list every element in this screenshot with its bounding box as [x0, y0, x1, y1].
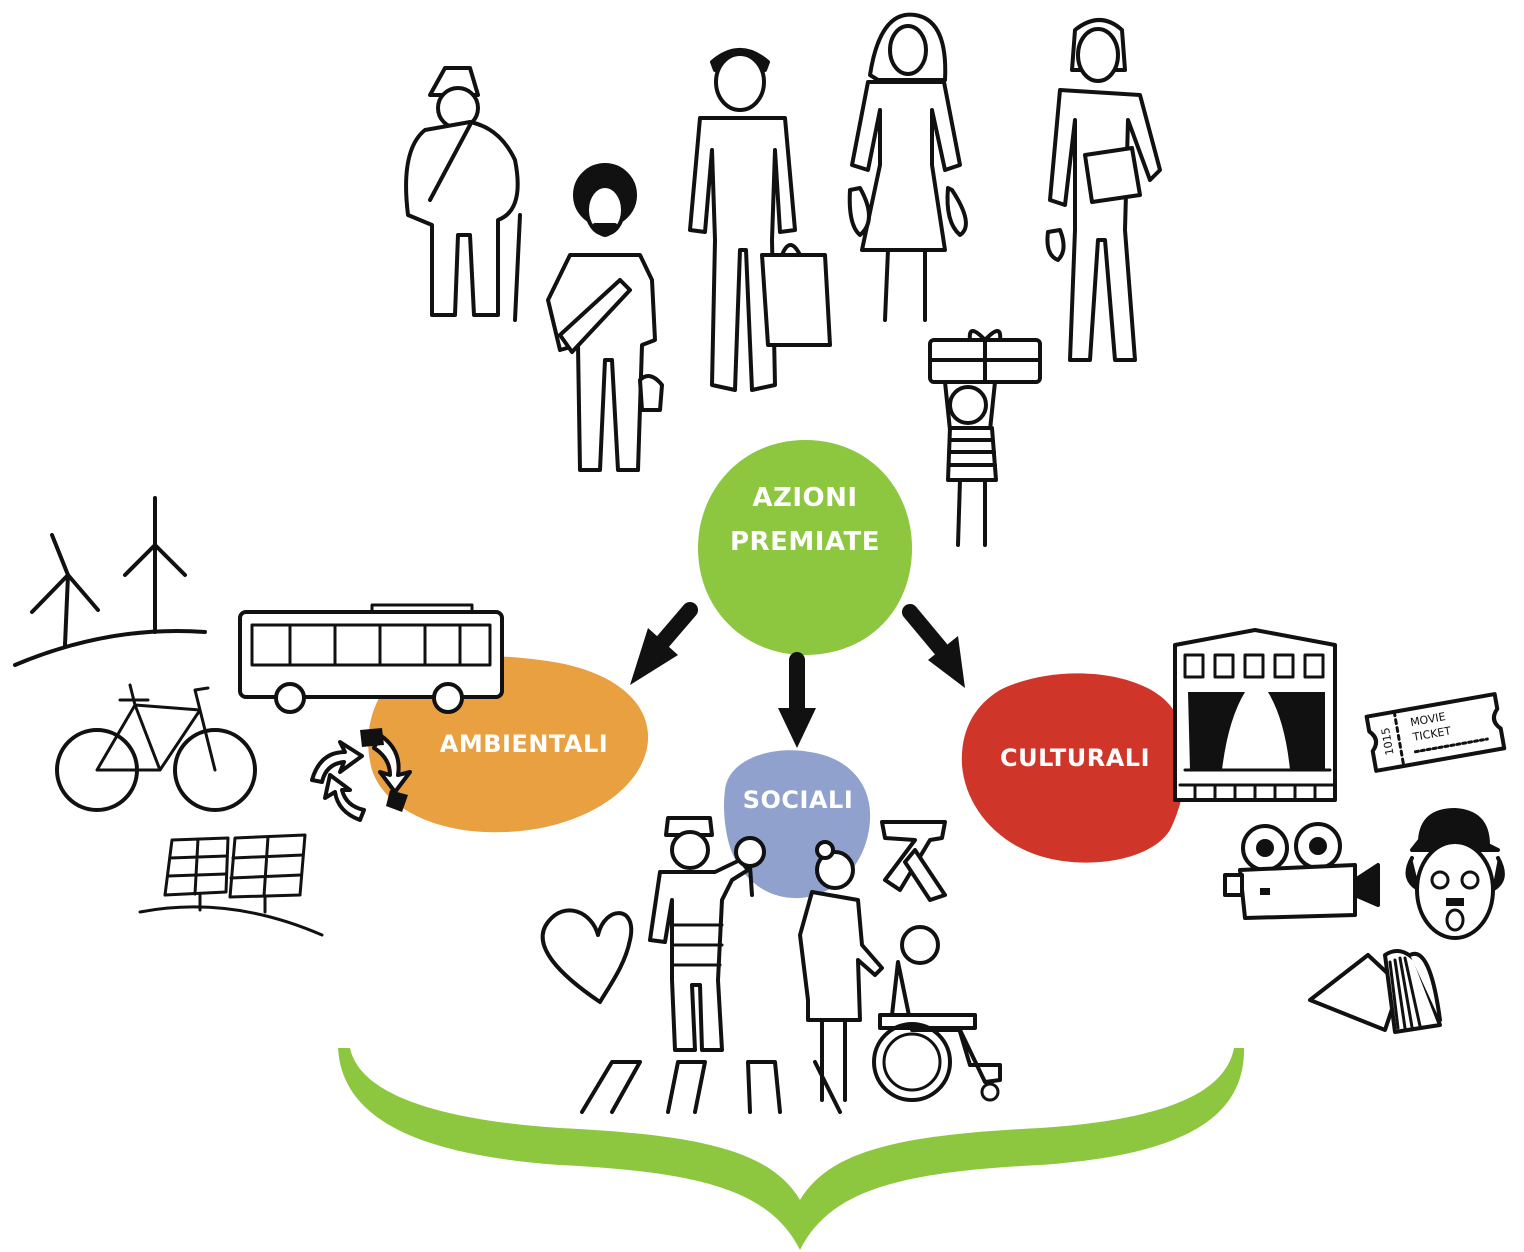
arrows [630, 602, 965, 748]
bicycle-icon [55, 683, 257, 812]
ticket-text-line1: MOVIE [1409, 710, 1446, 729]
theater-icon [1173, 628, 1337, 802]
crossing-guard-icon [648, 816, 766, 1052]
culturali-blob [961, 673, 1187, 863]
arrow-to-culturali [902, 604, 965, 688]
woman-figure [847, 12, 968, 322]
movie-ticket-icon: MOVIE TICKET 1015 [1364, 692, 1507, 773]
culturali-section: CULTURALI MOVIE TICKET 1015 [961, 628, 1507, 1034]
child-with-gift-figure [928, 329, 1042, 547]
chaplin-face-icon [1405, 808, 1505, 940]
center-label-line2: PREMIATE [730, 527, 880, 557]
arrow-to-ambientali [630, 602, 698, 685]
people-group-icon [404, 12, 1162, 547]
crosswalk-icon [580, 1060, 842, 1114]
film-camera-icon [1223, 822, 1380, 920]
elderly-woman-figure [798, 840, 884, 1102]
afro-man-figure [546, 163, 664, 472]
student-figure [1045, 18, 1162, 362]
center-blob [698, 440, 912, 655]
sociali-label: SOCIALI [743, 786, 854, 814]
shopper-man-figure [688, 48, 832, 392]
green-brace [338, 1048, 1245, 1250]
ticket-number: 1015 [1379, 726, 1397, 756]
book-icon [1308, 949, 1442, 1034]
center-label-line1: AZIONI [752, 483, 857, 513]
ambientali-section: AMBIENTALI [13, 496, 649, 937]
ambientali-label: AMBIENTALI [440, 730, 608, 758]
sociali-section: SOCIALI [540, 750, 1002, 1114]
old-man-figure [404, 66, 522, 322]
center-node: AZIONI PREMIATE [698, 440, 912, 655]
culturali-label: CULTURALI [1000, 744, 1150, 772]
awareness-ribbon-icon [880, 820, 947, 902]
heart-icon [540, 908, 634, 1004]
wind-turbine-icon [13, 496, 207, 667]
solar-panel-icon [138, 833, 324, 937]
recycle-icon [310, 728, 412, 822]
bus-icon [238, 603, 504, 714]
wheelchair-icon [872, 925, 1002, 1102]
arrow-to-sociali [778, 652, 816, 748]
